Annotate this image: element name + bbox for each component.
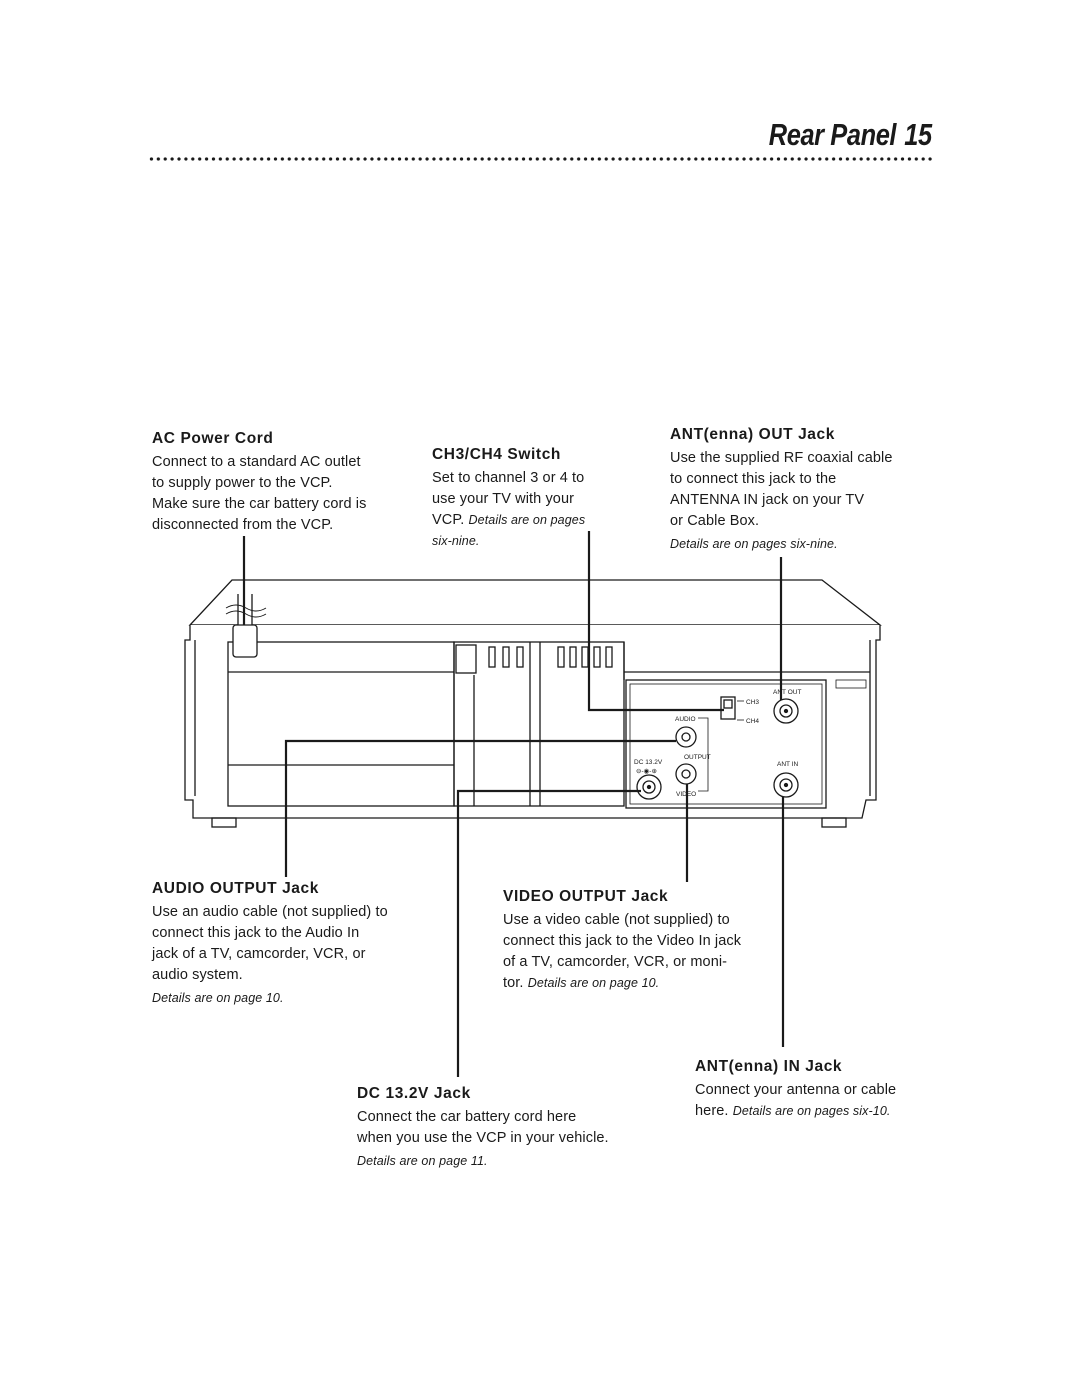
- page-number: 15: [904, 117, 933, 152]
- ant-in-label: ANT IN: [777, 761, 798, 768]
- vcp-foot-left: [211, 817, 237, 828]
- dc-polarity-icon: ⊖-◉-⊕: [636, 768, 657, 775]
- callout-details: Details are on page 10.: [152, 991, 284, 1005]
- callout-line: connect this jack to the Video In jack: [503, 933, 742, 949]
- callout-video-output: VIDEO OUTPUT Jack Use a video cable (not…: [503, 888, 793, 994]
- callout-audio-output: AUDIO OUTPUT Jack Use an audio cable (no…: [152, 880, 442, 1009]
- page-title-text: Rear Panel: [769, 117, 897, 152]
- callout-title: AUDIO OUTPUT Jack: [152, 880, 319, 897]
- callout-title: AC Power Cord: [152, 430, 274, 447]
- ant-out-label: ANT OUT: [773, 689, 801, 696]
- callout-line: to supply power to the VCP.: [152, 475, 333, 491]
- ant-in-jack: [773, 772, 799, 798]
- audio-label: AUDIO: [675, 716, 696, 723]
- leader-dc: [456, 789, 641, 1077]
- callout-line: tor. Details are on page 10.: [503, 973, 793, 994]
- callout-line: ANTENNA IN jack on your TV: [670, 492, 865, 508]
- output-label: OUTPUT: [684, 754, 711, 761]
- callout-line: Make sure the car battery cord is: [152, 496, 367, 512]
- callout-line: Use the supplied RF coaxial cable: [670, 450, 893, 466]
- dotted-divider: [148, 156, 934, 162]
- callout-title: ANT(enna) OUT Jack: [670, 426, 835, 443]
- callout-line: connect this jack to the Audio In: [152, 925, 360, 941]
- callout-line: audio system.: [152, 967, 243, 983]
- callout-line: Details are on page 10.: [152, 988, 442, 1009]
- callout-dc-jack: DC 13.2V Jack Connect the car battery co…: [357, 1085, 657, 1172]
- callout-title: DC 13.2V Jack: [357, 1085, 471, 1102]
- callout-line: Connect to a standard AC outlet: [152, 454, 361, 470]
- ch3-label: CH3: [746, 699, 759, 706]
- callout-text: tor.: [503, 975, 524, 991]
- callout-ant-out: ANT(enna) OUT Jack Use the supplied RF c…: [670, 426, 930, 555]
- callout-details: Details are on pages six-nine.: [670, 537, 838, 551]
- callout-ch-switch: CH3/CH4 Switch Set to channel 3 or 4 to …: [432, 446, 642, 552]
- callout-line: or Cable Box.: [670, 513, 760, 529]
- callout-text: here.: [695, 1103, 729, 1119]
- callout-line: Details are on pages six-nine.: [670, 534, 930, 555]
- callout-details: Details are on pages six-10.: [732, 1104, 891, 1118]
- callout-text: VCP.: [432, 512, 465, 528]
- callout-details: Details are on page 10.: [527, 976, 660, 990]
- callout-title: ANT(enna) IN Jack: [695, 1058, 843, 1075]
- callout-line: of a TV, camcorder, VCR, or moni-: [503, 954, 728, 970]
- ant-out-jack: [773, 698, 799, 724]
- callout-line: Details are on page 11.: [357, 1151, 657, 1172]
- callout-title: CH3/CH4 Switch: [432, 446, 561, 463]
- ch4-label: CH4: [746, 718, 759, 725]
- vcp-body: [184, 625, 881, 819]
- callout-line: Use a video cable (not supplied) to: [503, 912, 730, 928]
- callout-line: Use an audio cable (not supplied) to: [152, 904, 388, 920]
- callout-line: Connect the car battery cord here: [357, 1109, 577, 1125]
- leader-ch-switch: [587, 531, 724, 712]
- callout-ac-power: AC Power Cord Connect to a standard AC o…: [152, 430, 412, 536]
- vcp-top-surface: [188, 579, 882, 626]
- callout-line: use your TV with your: [432, 491, 575, 507]
- callout-details: Details are on page 11.: [357, 1154, 488, 1168]
- callout-details: Details are on pages: [468, 513, 586, 527]
- center-compartment: [453, 641, 625, 807]
- callout-line: here. Details are on pages six-10.: [695, 1101, 955, 1122]
- vent-slots: [488, 646, 613, 668]
- callout-line: six-nine.: [432, 531, 642, 552]
- audio-output-jack: [675, 726, 697, 748]
- dc-jack: [636, 774, 662, 800]
- dc-label: DC 13.2V: [634, 759, 663, 766]
- callout-line: jack of a TV, camcorder, VCR, or: [152, 946, 366, 962]
- callout-line: VCP. Details are on pages: [432, 510, 642, 531]
- callout-line: when you use the VCP in your vehicle.: [357, 1130, 609, 1146]
- callout-line: Connect your antenna or cable: [695, 1082, 897, 1098]
- connector-panel: [625, 679, 827, 809]
- callout-ant-in: ANT(enna) IN Jack Connect your antenna o…: [695, 1058, 955, 1122]
- callout-line: disconnected from the VCP.: [152, 517, 334, 533]
- callout-details: six-nine.: [432, 534, 480, 548]
- callout-line: to connect this jack to the: [670, 471, 837, 487]
- callout-title: VIDEO OUTPUT Jack: [503, 888, 669, 905]
- callout-line: Set to channel 3 or 4 to: [432, 470, 585, 486]
- vcp-foot-right: [821, 817, 847, 828]
- leader-audio: [284, 739, 676, 877]
